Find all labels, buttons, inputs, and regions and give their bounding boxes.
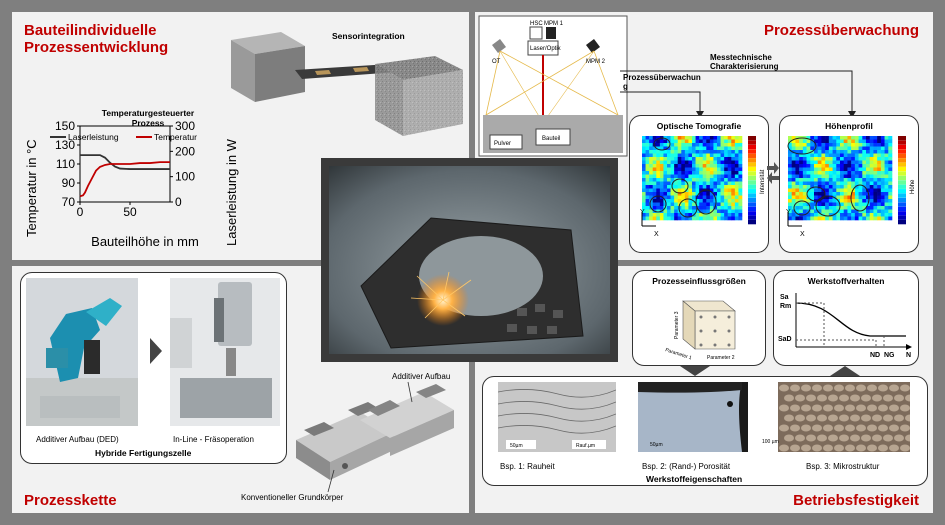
chart-title-line2: Prozess [132, 118, 165, 128]
label-mpm2: MPM 2 [586, 59, 606, 65]
series-line-1 [79, 161, 170, 198]
title-line-1: Bauteilindividuelle [24, 22, 157, 39]
panel-optical-tomography: Optische Tomografie X Y Intensität [629, 115, 769, 253]
label-conventional-body: Konventioneller Grundkörper [241, 493, 344, 502]
legend-label-temperatur: Temperatur [154, 132, 197, 142]
panel-title-material: Werkstoffverhalten [807, 276, 885, 286]
xtick-label-1: 50 [123, 205, 137, 219]
label-rm: Rm [780, 303, 791, 310]
title-process-chain: Prozesskette [24, 492, 117, 509]
photo-milling [170, 278, 280, 426]
panel-title-parameters: Prozesseinflussgrößen [652, 276, 746, 286]
legend-label-laserleistung: Laserleistung [68, 132, 119, 142]
ytick-left-label-2: 110 [56, 157, 75, 171]
ytick-right-label-3: 300 [175, 119, 195, 133]
scale-roughness-b: Rauf.µm [576, 443, 595, 449]
label-ot: OT [492, 59, 501, 65]
panel-height-profile: Höhenprofil X Y Höhe [779, 115, 919, 253]
heat2-axis-y: Y [786, 209, 791, 216]
down-arrows [680, 366, 860, 376]
xtick-label-0: 0 [77, 205, 84, 219]
label-pulver: Pulver [494, 141, 511, 147]
heat1-axis-x: X [654, 231, 659, 238]
caption-roughness: Bsp. 1: Rauheit [500, 462, 555, 471]
double-arrow-icon [767, 162, 779, 184]
micrograph-microstructure [778, 382, 910, 452]
ytick-right-label-0: 0 [175, 195, 182, 209]
label-mpm1: MPM 1 [544, 21, 564, 27]
panel-title-height: Höhenprofil [825, 121, 873, 131]
param3-label: Parameter 3 [674, 311, 680, 339]
scale-microstructure: 100 µm [762, 439, 779, 445]
ytick-right-label-1: 100 [175, 170, 195, 184]
y-axis-label-left: Temperatur in °C [24, 139, 39, 237]
x-axis-label: Bauteilhöhe in mm [91, 234, 199, 249]
label-bauteil: Bauteil [542, 136, 560, 142]
height-heatmap: X Y Höhe [786, 136, 916, 238]
center-laser-photo [321, 158, 618, 362]
label-laser-optik: Laser/Optik [530, 46, 562, 52]
mess-line-2: Charakterisierung [710, 62, 779, 71]
ytick-left-label-3: 130 [55, 138, 75, 152]
sensor-integration-label: Sensorintegration [332, 31, 405, 41]
heat1-axis-y: Y [640, 209, 645, 216]
chart-title-line1: Temperaturgesteuerter [102, 108, 195, 118]
ytick-left-label-4: 150 [55, 119, 75, 133]
title-line-2: Prozessentwicklung [24, 39, 169, 56]
param2-label: Parameter 2 [707, 355, 735, 361]
sensor-integration-illustration [231, 32, 463, 136]
label-ng: NG [884, 352, 895, 359]
label-prozessueberwachung: Prozessüberwachun g [623, 73, 701, 91]
label-n: N [906, 352, 911, 359]
panel-process-parameters: Prozesseinflussgrößen Parameter 3 Parame… [632, 270, 766, 366]
label-messtechnische-charakterisierung: Messtechnische Charakterisierung [710, 53, 778, 71]
heat2-axis-x: X [800, 231, 805, 238]
panel-material-behavior: Werkstoffverhalten Sa Rm SaD ND NG N [773, 270, 919, 366]
caption-ded: Additiver Aufbau (DED) [36, 435, 119, 444]
caption-microstructure: Bsp. 3: Mikrostruktur [806, 462, 880, 471]
scale-roughness: 50µm [510, 443, 523, 449]
y-axis-label-right: Laserleistung in W [224, 138, 239, 246]
micrograph-roughness: 50µm Rauf.µm [498, 382, 616, 452]
hybrid-part-illustration [296, 384, 454, 480]
ytick-left-label-0: 70 [62, 195, 76, 209]
ytick-left-label-1: 90 [62, 176, 76, 190]
series-line-0 [80, 154, 170, 170]
title-fatigue-strength: Betriebsfestigkeit [793, 492, 919, 509]
part-leader-lines [327, 381, 413, 493]
caption-hybrid-cell: Hybride Fertigungszelle [95, 448, 192, 458]
woehler-curve: Sa Rm SaD ND NG N [778, 293, 912, 359]
tomography-heatmap: X Y Intensität [640, 136, 766, 238]
monitoring-connectors [620, 70, 856, 118]
temperature-chart: Temperaturgesteuerter Prozess Laserleist… [24, 108, 239, 249]
param1-label: Parameter 1 [664, 347, 692, 361]
caption-material-properties: Werkstoffeigenschaften [646, 474, 743, 484]
title-process-development: Bauteilindividuelle Prozessentwicklung [24, 22, 168, 56]
label-sad: SaD [778, 336, 792, 343]
caption-milling: In-Line - Fräsoperation [173, 435, 254, 444]
micrograph-porosity: 50µm [638, 382, 748, 452]
heat2-colorbar-label: Höhe [910, 179, 916, 194]
mess-line-1: Messtechnische [710, 53, 772, 62]
monitoring-schematic: HSC MPM 1 Laser/Optik OT MPM 2 Pulver Ba… [478, 15, 628, 157]
heat1-colorbar-label: Intensität [760, 169, 766, 194]
ytick-right-label-2: 200 [175, 144, 195, 158]
scale-porosity: 50µm [650, 442, 663, 448]
parameter-cube: Parameter 3 Parameter 1 Parameter 2 [664, 300, 736, 361]
label-additive-build: Additiver Aufbau [392, 372, 451, 381]
panel-title-tomography: Optische Tomografie [656, 121, 742, 131]
label-nd: ND [870, 352, 880, 359]
title-process-monitoring: Prozessüberwachung [763, 22, 919, 39]
caption-porosity: Bsp. 2: (Rand-) Porosität [642, 462, 731, 471]
photo-ded-robot [26, 278, 138, 426]
label-sa: Sa [780, 294, 789, 301]
label-hsc: HSC [530, 21, 543, 27]
arrow-right-icon [150, 338, 162, 364]
